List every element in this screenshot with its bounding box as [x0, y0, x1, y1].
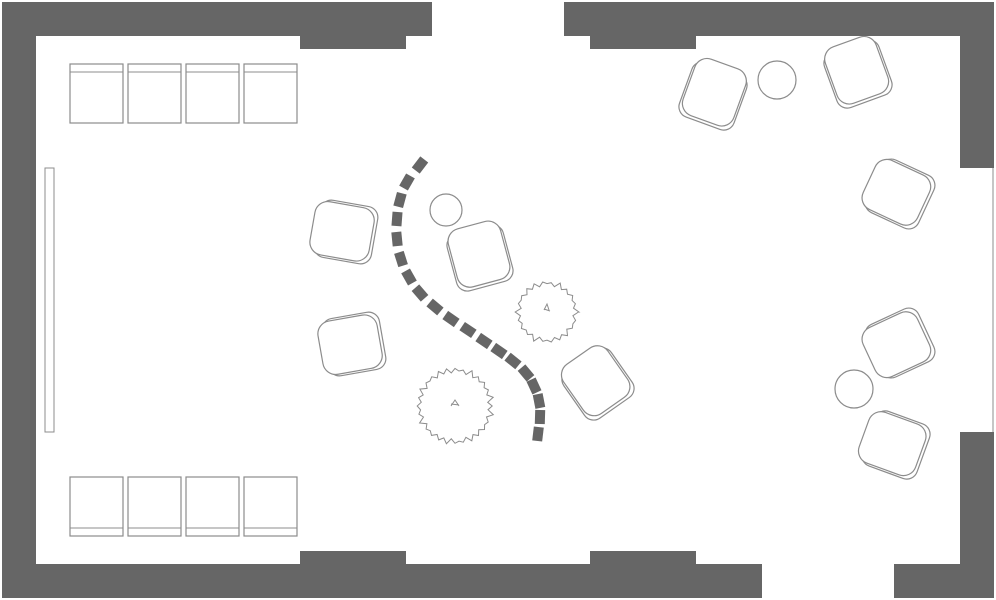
bench-seat-icon: [243, 476, 298, 537]
partition-block: [401, 268, 417, 286]
partition-block: [526, 377, 542, 395]
plant-icon: [416, 367, 495, 445]
bench-bottom: [69, 476, 298, 537]
side-table-icon: [429, 193, 463, 227]
wall-right-upper: [960, 2, 994, 168]
armchair-icon: [856, 303, 940, 385]
partition-block: [459, 321, 477, 339]
bench-top: [69, 63, 298, 124]
armchair-icon: [442, 217, 517, 295]
partition-block: [534, 409, 546, 425]
wall-right-lower: [960, 432, 994, 598]
window-left: [44, 167, 55, 433]
partition-block: [399, 173, 415, 191]
plants: [416, 281, 581, 445]
armchair-icon: [853, 405, 934, 483]
wall-top-left: [2, 2, 432, 36]
curved-partition: [391, 156, 546, 442]
partition-block: [394, 250, 408, 268]
wall-bottom-left: [2, 564, 762, 598]
partition-block: [393, 191, 407, 209]
pilaster-bottom-2: [590, 551, 696, 564]
pilaster-top-1: [300, 36, 406, 49]
partition-block: [411, 284, 429, 302]
wall-top-right: [564, 2, 994, 36]
bench-seat-icon: [185, 63, 240, 124]
side-table-icon: [834, 369, 874, 409]
wall-left: [2, 2, 36, 598]
armchair-icon: [554, 338, 639, 425]
partition-block: [475, 332, 493, 350]
partition-block: [517, 364, 535, 382]
bench-seat-icon: [69, 63, 124, 124]
armchair-icon: [675, 53, 753, 134]
partition-block: [490, 342, 508, 360]
armchair-icon: [818, 31, 896, 112]
armchair-icon: [314, 309, 389, 380]
partition-block: [532, 426, 544, 442]
bench-seat-icon: [127, 63, 182, 124]
armchair-icon: [306, 196, 381, 267]
side-tables: [429, 60, 874, 409]
plant-icon: [514, 281, 581, 343]
pilaster-bottom-1: [300, 551, 406, 564]
bench-seat-icon: [243, 63, 298, 124]
bench-seat-icon: [127, 476, 182, 537]
side-table-icon: [757, 60, 797, 100]
partition-block: [411, 156, 429, 174]
bench-seat-icon: [69, 476, 124, 537]
partition-block: [391, 231, 403, 247]
bench-seat-icon: [185, 476, 240, 537]
pilaster-top-2: [590, 36, 696, 49]
armchair-icon: [856, 152, 940, 234]
partition-block: [504, 352, 522, 370]
partition-block: [532, 393, 546, 409]
partition-block: [426, 298, 444, 316]
partition-block: [391, 211, 403, 227]
partition-block: [442, 310, 460, 328]
